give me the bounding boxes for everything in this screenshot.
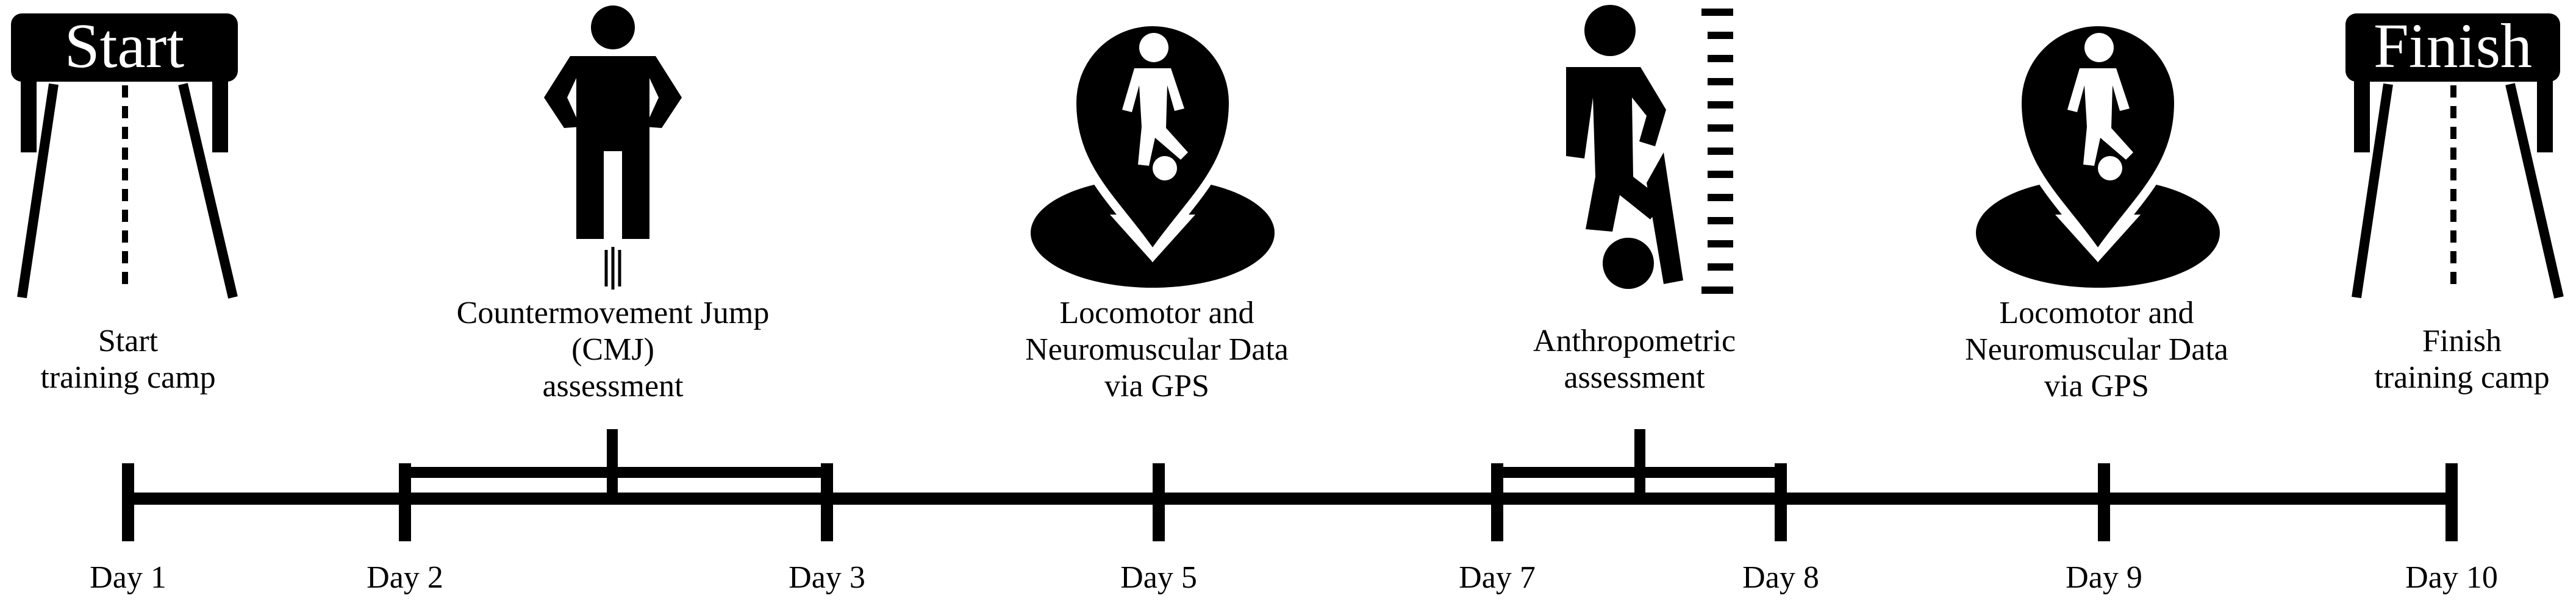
day-label: Day 7	[1459, 560, 1536, 595]
day-label: Day 3	[789, 560, 865, 595]
caption-start-training-camp: Start training camp	[40, 324, 216, 395]
start-sign-text: Start	[65, 11, 185, 81]
caption-anthropometric-assessment: Anthropometric assessment	[1533, 324, 1736, 395]
caption-gps-data-day5: Locomotor and Neuromuscular Data via GPS	[1025, 296, 1289, 404]
anthro-bracket-stem	[1634, 429, 1645, 496]
tick-day-9	[2098, 463, 2110, 541]
caption-cmj-assessment: Countermovement Jump (CMJ) assessment	[456, 296, 770, 404]
tick-day-8	[1775, 463, 1787, 541]
tick-day-1	[122, 463, 134, 541]
day-label: Day 2	[367, 560, 443, 595]
tick-day-7	[1491, 463, 1503, 541]
day-label: Day 8	[1742, 560, 1819, 595]
start-gate-icon: Start	[11, 11, 238, 299]
tick-day-2	[399, 463, 411, 541]
tick-day-5	[1153, 463, 1165, 541]
day-label: Day 10	[2405, 560, 2498, 595]
day-label: Day 9	[2066, 560, 2142, 595]
tick-day-3	[821, 463, 833, 541]
timeline-axis	[125, 493, 2455, 505]
day-label: Day 5	[1120, 560, 1197, 595]
caption-gps-data-day9: Locomotor and Neuromuscular Data via GPS	[1965, 296, 2228, 404]
cmj-bracket-stem	[607, 429, 618, 496]
finish-gate-icon: Finish	[2345, 11, 2564, 299]
location-pin-footballer-icon	[1031, 18, 1275, 288]
caption-finish-training-camp: Finish training camp	[2374, 324, 2550, 395]
footballer-height-scale-icon	[1566, 5, 1733, 294]
jumping-person-icon	[544, 5, 682, 290]
tick-day-10	[2445, 463, 2458, 541]
location-pin-footballer-icon	[1976, 18, 2220, 288]
finish-sign-text: Finish	[2374, 11, 2532, 81]
day-label: Day 1	[90, 560, 166, 595]
